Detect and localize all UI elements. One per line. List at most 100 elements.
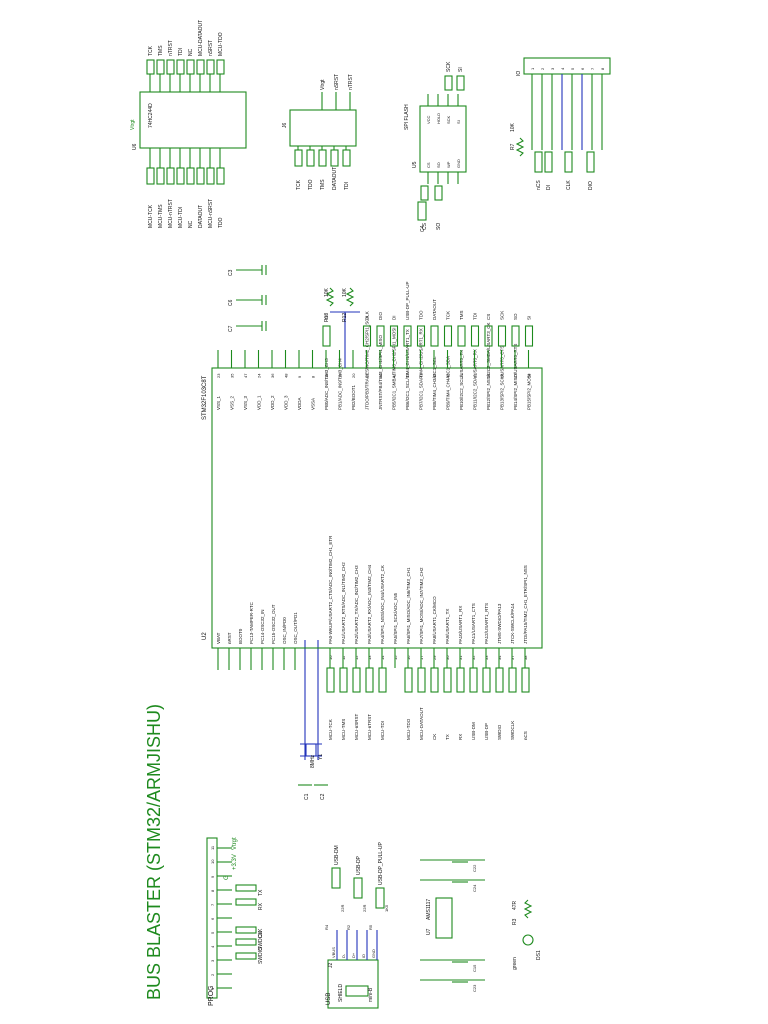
flash-net-label: SCK bbox=[446, 61, 452, 72]
buffer-power: Vtrgt bbox=[130, 119, 136, 130]
regulator-cap: C24 bbox=[472, 884, 477, 892]
decap-label: C6 bbox=[228, 299, 234, 306]
mcu-right-pin: VDD_1 bbox=[257, 395, 262, 410]
buffer-out-net: TCK bbox=[148, 45, 154, 56]
buffer-in-net: DATAOUT bbox=[198, 205, 204, 228]
mcu-right-net-box bbox=[511, 325, 520, 347]
mcu-right-net: TDO bbox=[419, 310, 424, 320]
buffer-out-box bbox=[206, 59, 215, 75]
usb-net-box bbox=[331, 867, 341, 889]
mcu-left-net-box bbox=[365, 667, 374, 693]
mcu-right-net: CLK bbox=[365, 311, 370, 320]
mcu-left-net-box bbox=[339, 667, 348, 693]
res-r13-val: 10K bbox=[324, 287, 330, 297]
mcu-left-net-box bbox=[521, 667, 530, 693]
top-resistors: R13 10K R12 10K bbox=[324, 287, 360, 368]
mcu-left-net-box bbox=[404, 667, 413, 693]
usb-ref: J2 bbox=[328, 963, 334, 969]
crystal-freq: 8MHz bbox=[310, 754, 316, 768]
usb-label: USB bbox=[326, 993, 332, 1005]
mcu-right-net-box bbox=[430, 325, 439, 347]
prog-signal-label: SWDCLK bbox=[258, 928, 264, 950]
usb-pin-label: D- bbox=[341, 953, 346, 958]
jtag-bottom-box bbox=[330, 149, 339, 167]
usb-pin-label: ID bbox=[361, 954, 366, 958]
mcu-right-num: 28 bbox=[527, 373, 532, 378]
prog-pin-number: 2 bbox=[210, 973, 215, 976]
mcu-right-net-box bbox=[322, 325, 331, 347]
mcu-right-net: SO bbox=[513, 313, 518, 320]
prog-signal-label: TX bbox=[258, 889, 264, 896]
regulator-ref: U7 bbox=[426, 928, 432, 935]
flash-net-box bbox=[444, 75, 453, 91]
prog-pin-number: 10 bbox=[210, 859, 215, 864]
buffer-in-box bbox=[166, 167, 175, 185]
mcu-right-num: 36 bbox=[270, 373, 275, 378]
mcu-left-pin: PA5/SPI1_SCK/ADC_IN5 bbox=[393, 592, 398, 644]
mcu-right-num: 19 bbox=[338, 373, 343, 378]
mcu-left-pin: PA12/USART1_RTS bbox=[484, 603, 489, 644]
decap-label: C7 bbox=[228, 325, 234, 332]
regulator-part: AMS1117 bbox=[426, 899, 432, 920]
jtag-header-ref: J6 bbox=[282, 123, 288, 129]
buffer-in-net: NC bbox=[188, 220, 194, 228]
mcu-right-net-box bbox=[484, 325, 493, 347]
buffer-part: 74HC244D bbox=[148, 103, 154, 128]
mcu-power-pin: PC15-OSC32_OUT bbox=[271, 604, 276, 644]
buffer-in-box bbox=[176, 167, 185, 185]
mcu-power-pin: nRST bbox=[227, 632, 232, 644]
buffer-in-box bbox=[146, 167, 155, 185]
mcu-right-pin: PB10/I2C2_SCL/USART3_TX bbox=[459, 350, 464, 410]
usb-res-ref: R2 bbox=[346, 924, 351, 930]
jtag-bottom-net: TDO bbox=[308, 179, 314, 190]
usb-res-ref: R5 bbox=[368, 924, 373, 930]
mcu-left-pin: PA7/SPI1_MOSI/ADC_IN7/TIM3_CH2 bbox=[419, 567, 424, 644]
buffer-in-net: MCU-TCK bbox=[148, 204, 154, 228]
jtag-bottom-net: TMS bbox=[320, 179, 326, 190]
mcu-right-pin: PB7/I2C1_SDA/TIM4_CH2/USART1_RX bbox=[419, 328, 424, 410]
jtag-bottom-box bbox=[342, 149, 351, 167]
flash-part: SPI FLASH bbox=[404, 104, 410, 130]
schematic-title: BUS BLASTER (STM32/ARMJISHU) bbox=[144, 704, 164, 1000]
prog-signal-box bbox=[235, 938, 257, 946]
buffer-out-box bbox=[176, 59, 185, 75]
prog-pin-number: 11 bbox=[210, 845, 215, 850]
usb-net-label: USB-DM bbox=[334, 845, 340, 865]
jtag-bottom-box bbox=[318, 149, 327, 167]
jtag-top-net: nSRST bbox=[334, 74, 340, 90]
mcu-power-pin: VBAT bbox=[216, 632, 221, 644]
prog-pin-number: 1 bbox=[210, 987, 215, 990]
mcu-left-net: RX bbox=[458, 734, 463, 740]
mcu-left-net: MCU-TCK bbox=[328, 719, 333, 740]
io-pin-number: 5 bbox=[570, 67, 575, 70]
flash-pin-label: WP bbox=[446, 161, 451, 168]
mcu-right-net-box bbox=[457, 325, 466, 347]
mcu-right-num: 21 bbox=[459, 373, 464, 378]
buffer-out-box bbox=[166, 59, 175, 75]
prog-pin-number: 6 bbox=[210, 917, 215, 920]
mcu-left-net-box bbox=[378, 667, 387, 693]
jtag-top-net: Vtrgt bbox=[320, 79, 326, 90]
io-net-label: CLK bbox=[566, 180, 572, 190]
mcu-right-pin: PB1/ADC_IN9/TIM3_CH4 bbox=[338, 358, 343, 410]
flash-net-box bbox=[420, 185, 429, 201]
buffer-out-net: MCU-TDO bbox=[218, 32, 224, 56]
mcu-left-pin: PA4/SPI1_NSS/ADC_IN4/USART2_CK bbox=[380, 565, 385, 644]
led-ref: DS1 bbox=[536, 950, 542, 960]
usb-res-ref: R4 bbox=[324, 924, 329, 930]
regulator-cap: C15 bbox=[472, 964, 477, 972]
mcu-right-net-box bbox=[389, 325, 399, 347]
io-part-r7: R7 bbox=[510, 143, 516, 150]
prog-pin-number: 4 bbox=[210, 945, 215, 948]
mcu-right-num: 18 bbox=[324, 373, 329, 378]
buffer-in-net: MCU-TMS bbox=[158, 204, 164, 228]
io-net-box bbox=[534, 151, 543, 173]
crystal-cap-c2: C2 bbox=[320, 793, 326, 800]
prog-pin-number: 3 bbox=[210, 959, 215, 962]
mcu-right-num: 20 bbox=[351, 373, 356, 378]
